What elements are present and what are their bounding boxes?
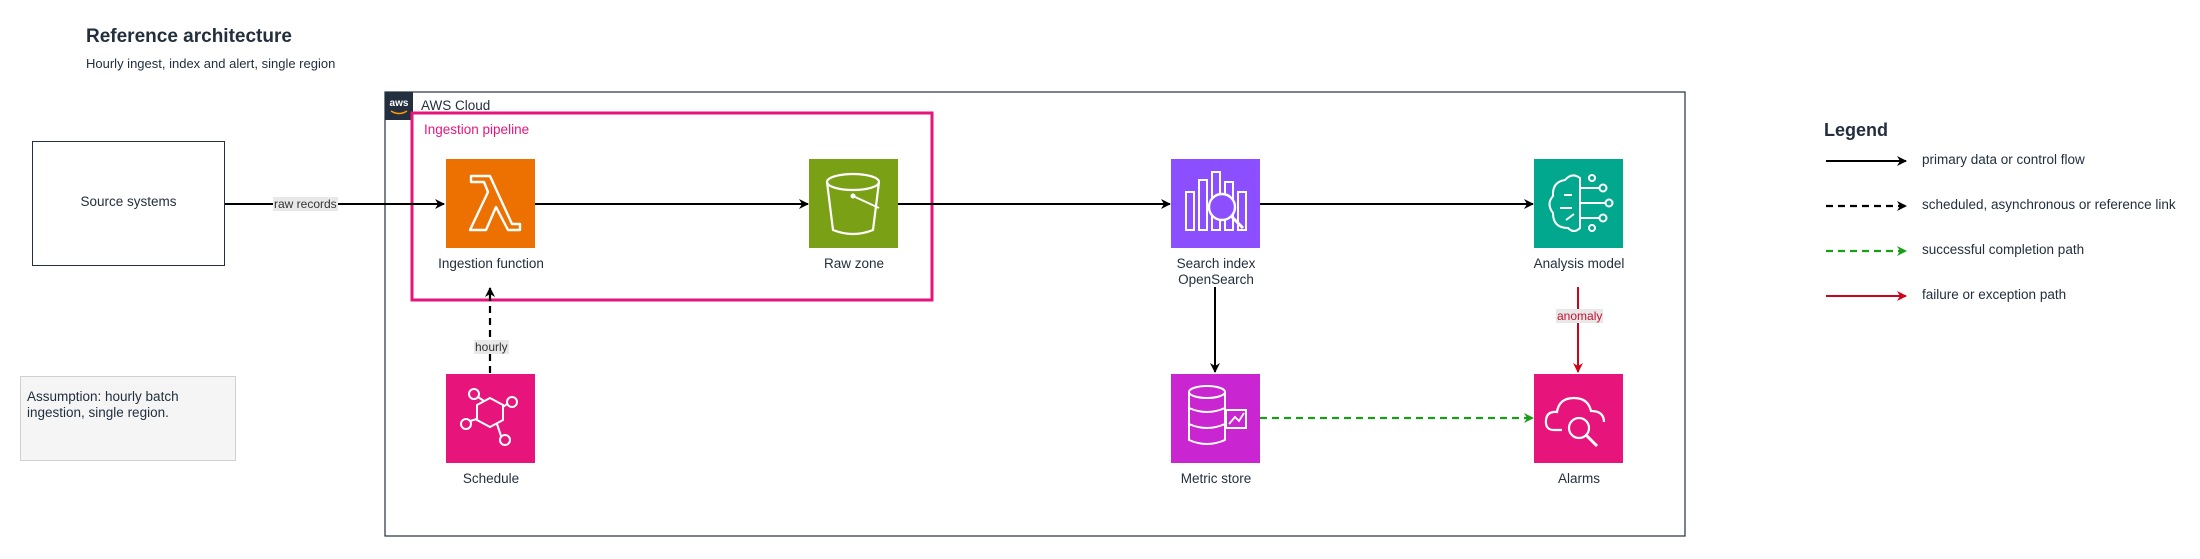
ingestion-pipeline-group — [410, 111, 934, 302]
svg-text:aws: aws — [390, 98, 409, 109]
legend-item-success: successful completion path — [1922, 242, 2085, 257]
analysis-model-label: Analysis model — [1533, 256, 1625, 271]
page-subtitle: Hourly ingest, index and alert, single r… — [86, 56, 336, 71]
aws-cloud-label: AWS Cloud — [421, 98, 491, 113]
ingestion-function-label: Ingestion function — [438, 256, 544, 271]
search-index-sublabel: OpenSearch — [1178, 272, 1254, 287]
page-title: Reference architecture — [86, 26, 292, 47]
opensearch-icon — [1171, 159, 1260, 248]
ml-brain-icon — [1534, 159, 1623, 248]
search-index-label: Search index — [1176, 256, 1256, 271]
lambda-icon — [446, 159, 535, 248]
source-systems-label: Source systems — [80, 194, 177, 209]
aws-logo-icon: aws — [385, 92, 413, 120]
bucket-icon — [809, 159, 898, 248]
metric-store-label: Metric store — [1180, 471, 1252, 486]
legend-title: Legend — [1824, 120, 1889, 140]
legend-item-scheduled: scheduled, asynchronous or reference lin… — [1922, 197, 2176, 212]
edge-label-anomaly: anomaly — [1556, 309, 1604, 323]
aws-cloud-boundary — [384, 91, 1686, 537]
cloud-search-icon — [1534, 374, 1623, 463]
assumption-note — [20, 376, 236, 461]
legend-item-failure: failure or exception path — [1922, 287, 2067, 302]
source-systems-node[interactable] — [32, 141, 225, 266]
alarms-label: Alarms — [1557, 471, 1600, 486]
schedule-label: Schedule — [462, 471, 520, 486]
edge-label-hourly: hourly — [474, 340, 509, 354]
ingestion-pipeline-label: Ingestion pipeline — [424, 122, 530, 137]
legend-item-primary: primary data or control flow — [1922, 152, 2085, 167]
eventbridge-icon — [446, 374, 535, 463]
database-chart-icon — [1171, 374, 1260, 463]
raw-zone-label: Raw zone — [823, 256, 885, 271]
assumption-note-text: Assumption: hourly batch ingestion, sing… — [27, 389, 179, 420]
edge-label-raw-records: raw records — [273, 197, 338, 211]
